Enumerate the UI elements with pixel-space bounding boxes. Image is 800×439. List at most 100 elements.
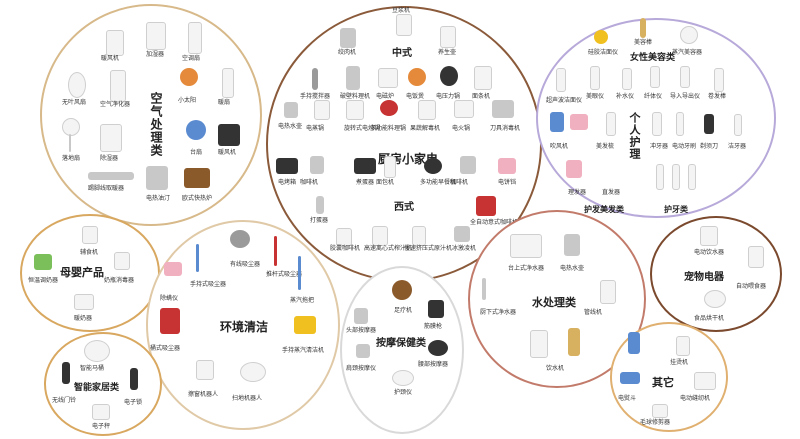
- clean-item-label: 推杆式吸尘器: [266, 271, 303, 278]
- baby-item-label: 奶瓶消毒器: [104, 277, 135, 284]
- bottle-sterilizer-icon: [114, 252, 130, 270]
- garment-steamer-icon: [628, 332, 640, 354]
- group-personal-care-title: 个人护理: [628, 112, 641, 160]
- air-item-label: 无叶风扇: [62, 99, 87, 106]
- water-dispenser-icon: [530, 330, 548, 358]
- steam-cleaner-icon: [294, 316, 316, 334]
- kitchen-item-label: 破壁料理机: [340, 93, 371, 100]
- pet-feeder-icon: [748, 246, 764, 268]
- shaver-icon: [704, 114, 714, 134]
- kitchen-item-label: 多功能早餐机: [420, 179, 457, 186]
- other-item-label: 电熨斗: [618, 395, 637, 402]
- kitchen-item-label: 面条机: [472, 93, 491, 100]
- clean-item-label: 蒸汽拖把: [290, 297, 315, 304]
- hair-brush-icon: [570, 114, 588, 130]
- head-massager-icon: [354, 308, 368, 324]
- kitchen-item-label: 冰激凌机: [452, 245, 477, 252]
- other-item-label: 挂烫机: [670, 359, 689, 366]
- beauty-item-label: 电动牙刷: [672, 143, 697, 150]
- centrifugal-juicer-icon: [372, 226, 388, 246]
- kitchen-item-label: 咖啡机: [450, 179, 469, 186]
- panel-heater-icon: [184, 168, 210, 188]
- kitchen-item-label: 胶囊咖啡机: [330, 245, 361, 252]
- slimming-icon: [650, 66, 660, 88]
- blender-icon: [346, 66, 360, 90]
- water-kettle-icon: [564, 234, 580, 256]
- window-robot-icon: [196, 360, 214, 380]
- microwave-icon: [354, 158, 376, 174]
- beauty-item-label: 美眼仪: [586, 93, 605, 100]
- eye-care-icon: [590, 66, 600, 90]
- kitchen-item-label: 电热水壶: [278, 123, 303, 130]
- air-item-label: 暖风机: [101, 55, 120, 62]
- air-item-label: 踢脚线取暖器: [88, 185, 125, 192]
- air-item-label: 加湿器: [146, 51, 165, 58]
- warm-fan-icon: [222, 68, 234, 98]
- kitchen-item-label: 煮蛋器: [356, 179, 375, 186]
- soymilk-maker-icon: [396, 14, 412, 36]
- beauty-item-label: 卷发棒: [708, 93, 727, 100]
- neck-massager-icon: [356, 344, 370, 358]
- kitchen-western-subtitle: 西式: [394, 202, 414, 213]
- oven-icon: [276, 158, 298, 174]
- health-pot-icon: [440, 26, 456, 48]
- air-cooler-fan-icon: [188, 22, 202, 54]
- kitchen-item-label: 全自动意式咖啡机: [470, 219, 519, 226]
- hand-blender-icon: [312, 68, 318, 90]
- massage-item-label: 足疗机: [394, 307, 413, 314]
- beauty-item-label: 吹风机: [550, 143, 569, 150]
- teeth-cleaner-icon: [734, 114, 742, 136]
- massage-item-label: 头部按摩器: [346, 327, 377, 334]
- beauty-item-label: 洁牙器: [728, 143, 747, 150]
- moisture-device-icon: [622, 68, 632, 90]
- beauty-female-title: 女性美容类: [630, 53, 676, 63]
- kitchen-item-label: 多功能料理锅: [370, 125, 407, 132]
- water-dispenser-icon: [568, 328, 580, 356]
- other-item-label: 电动缝纫机: [680, 395, 711, 402]
- kitchen-item-label: 刀具消毒机: [490, 125, 521, 132]
- beauty-item-label: 蒸汽美容器: [672, 49, 703, 56]
- beauty-item-label: 补水仪: [616, 93, 635, 100]
- doorbell-icon: [62, 362, 70, 384]
- countertop-purifier-icon: [510, 234, 542, 258]
- scale-icon: [92, 404, 110, 420]
- toothbrush-icon: [656, 164, 664, 190]
- air-item-label: 除湿器: [100, 155, 119, 162]
- kitchen-item-label: 面包机: [376, 179, 395, 186]
- water-item-label: 台上式净水器: [508, 265, 545, 272]
- kitchen-item-label: 豆浆机: [392, 7, 411, 14]
- air-item-label: 空气净化器: [100, 101, 131, 108]
- facial-steamer-icon: [680, 26, 698, 44]
- smart-item-label: 无线门铃: [52, 397, 77, 404]
- kitchen-item-label: 电火锅: [452, 125, 471, 132]
- straightener-icon: [606, 112, 616, 136]
- silicone-cleanser-icon: [594, 30, 608, 44]
- pet-item-label: 电动饮水器: [694, 249, 725, 256]
- ice-cream-maker-icon: [454, 226, 470, 242]
- lint-remover-icon: [652, 404, 668, 418]
- clean-item-label: 有线吸尘器: [230, 261, 261, 268]
- kitchen-item-label: 电压力锅: [436, 93, 461, 100]
- clean-item-label: 扫地机器人: [232, 395, 263, 402]
- pet-item-label: 自动喂食器: [736, 283, 767, 290]
- water-item-label: 管线机: [584, 309, 603, 316]
- massage-item-label: 筋膜枪: [424, 323, 443, 330]
- baby-food-maker-icon: [82, 226, 98, 244]
- curling-iron-icon: [714, 68, 724, 92]
- floor-fan-icon: [62, 118, 80, 136]
- clean-item-label: 擦窗机器人: [188, 391, 219, 398]
- massage-gun-icon: [428, 300, 444, 318]
- pressure-cooker-icon: [440, 66, 458, 86]
- air-item-label: 欧式快热炉: [182, 195, 213, 202]
- steamer-icon: [314, 100, 330, 120]
- pet-water-fountain-icon: [700, 226, 718, 246]
- beauty-item-label: 剃须刀: [700, 143, 719, 150]
- toothbrush-icon: [688, 164, 696, 190]
- baby-item-label: 恒温调奶器: [28, 277, 59, 284]
- sewing-machine-icon: [694, 372, 716, 390]
- kitchen-item-label: 电饭煲: [406, 93, 425, 100]
- noodle-maker-icon: [474, 66, 492, 90]
- bucket-vacuum-icon: [160, 308, 180, 334]
- water-item-label: 饮水机: [546, 365, 565, 372]
- hot-pot-icon: [454, 100, 474, 118]
